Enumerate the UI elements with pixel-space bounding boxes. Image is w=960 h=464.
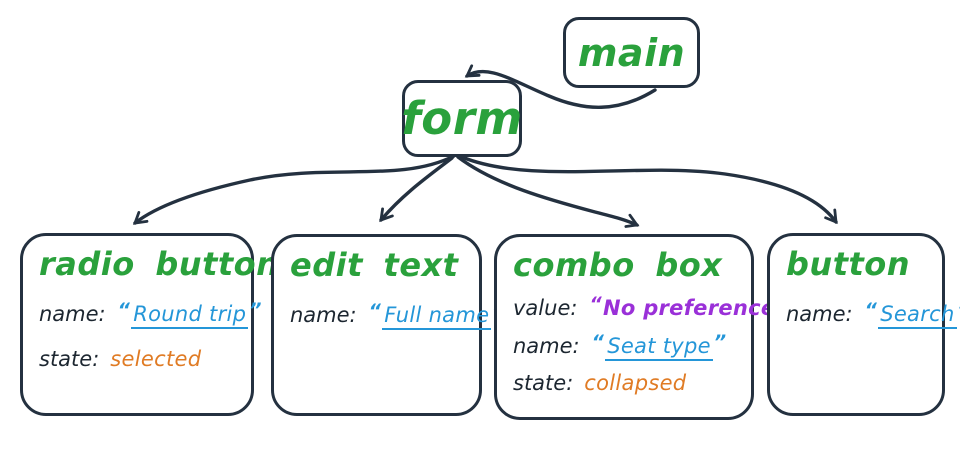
prop-value-name: Search bbox=[878, 301, 957, 329]
prop-value-name: Seat type bbox=[605, 333, 713, 361]
prop-state: state: selected bbox=[39, 346, 243, 372]
open-quote: “ bbox=[368, 299, 382, 322]
node-main-title: main bbox=[577, 30, 686, 75]
prop-label: state: bbox=[513, 371, 574, 396]
prop-label: value: bbox=[513, 295, 578, 320]
prop-name: name:“Full name” bbox=[290, 299, 505, 330]
close-quote: ” bbox=[249, 298, 262, 321]
edge-form-combo-box bbox=[456, 155, 640, 228]
prop-label: name: bbox=[786, 301, 853, 326]
prop-value: value:“No preference” bbox=[513, 292, 789, 322]
prop-value-state: collapsed bbox=[584, 371, 687, 396]
open-quote: “ bbox=[117, 298, 131, 321]
prop-state: state: collapsed bbox=[513, 370, 743, 396]
close-quote: ” bbox=[713, 330, 727, 353]
prop-label: name: bbox=[290, 302, 357, 327]
close-quote: ” bbox=[957, 299, 960, 321]
prop-label: state: bbox=[39, 346, 100, 371]
node-combo-box-title: combo box bbox=[513, 246, 723, 284]
open-quote: “ bbox=[589, 292, 602, 315]
edge-main-form bbox=[464, 64, 657, 109]
prop-value-state: selected bbox=[110, 346, 202, 371]
prop-name: name: “Seat type” bbox=[513, 330, 743, 361]
node-combo-box: combo box value:“No preference” name:“Se… bbox=[494, 234, 789, 420]
node-radio-button: radio button name: “Round trip” state: sel… bbox=[20, 233, 280, 416]
prop-label: name: bbox=[513, 333, 580, 358]
node-main: main bbox=[563, 17, 700, 88]
node-form-title: form bbox=[401, 92, 523, 145]
edge-form-button bbox=[460, 155, 838, 225]
open-quote: “ bbox=[591, 330, 605, 353]
prop-value-name: Full name bbox=[382, 302, 492, 330]
node-form: form bbox=[401, 80, 523, 157]
prop-value-value: No preference bbox=[602, 295, 776, 320]
prop-label: name: bbox=[39, 301, 106, 326]
node-button: button name: “Search” bbox=[767, 233, 960, 416]
open-quote: “ bbox=[864, 298, 878, 321]
edge-form-radio-button bbox=[132, 154, 456, 225]
prop-value-name: Round trip bbox=[131, 301, 249, 329]
prop-name: name: “Search” bbox=[786, 298, 960, 329]
node-edit-text-title: edit text bbox=[290, 246, 459, 284]
node-edit-text: edit text name:“Full name” bbox=[271, 234, 505, 416]
edge-form-edit-text bbox=[379, 156, 454, 223]
prop-name: name: “Round trip” bbox=[39, 298, 262, 329]
node-radio-button-title: radio button bbox=[39, 245, 280, 283]
node-button-title: button bbox=[786, 245, 911, 283]
